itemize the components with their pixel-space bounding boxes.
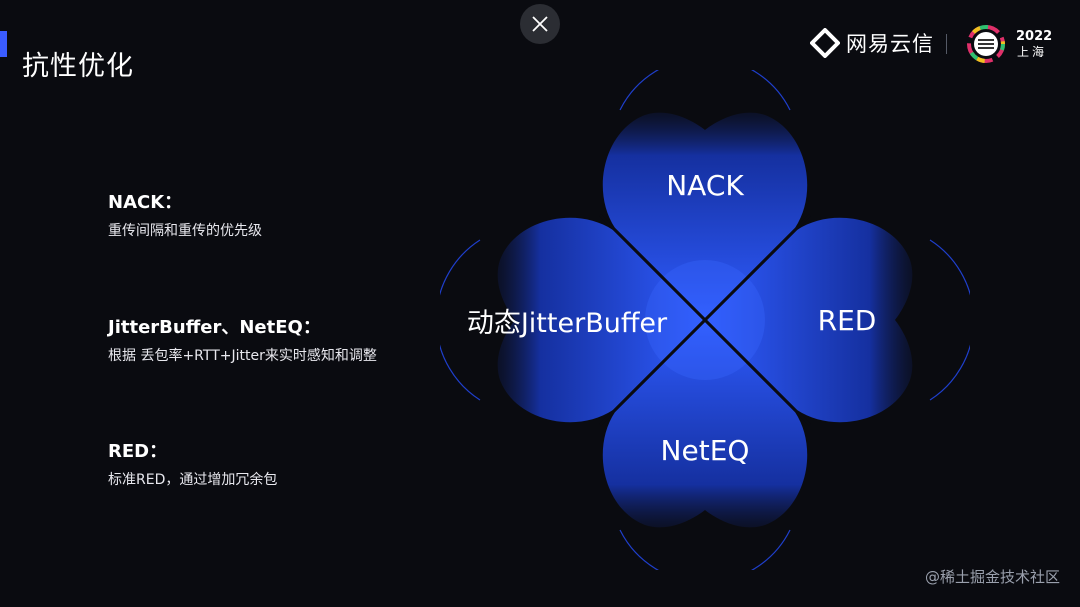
outer-arc-top <box>619 70 791 111</box>
feature-item-nack: NACK： 重传间隔和重传的优先级 <box>108 188 262 240</box>
divider-line <box>598 213 812 427</box>
petal-bottom <box>602 322 808 528</box>
feature-title: RED： <box>108 441 168 462</box>
petal-label-bottom: NetEQ <box>661 434 750 467</box>
petal-label-top: NACK <box>666 169 744 202</box>
feature-desc: 重传间隔和重传的优先级 <box>108 223 262 239</box>
feature-desc: 标准RED，通过增加冗余包 <box>108 472 278 488</box>
outer-arc-bottom <box>619 529 791 570</box>
event-year: 2022 <box>1016 29 1053 44</box>
petal-left <box>497 217 703 423</box>
close-icon <box>532 16 548 32</box>
feature-item-jitterbuffer: JitterBuffer、NetEQ： 根据 丢包率+RTT+Jitter来实时… <box>108 313 377 365</box>
logo-text: 网易云信 <box>846 32 934 56</box>
outer-arc-left <box>440 239 481 401</box>
livevideostack-logo-icon <box>967 25 1005 63</box>
petal-label-right: RED <box>818 304 877 337</box>
feature-item-red: RED： 标准RED，通过增加冗余包 <box>108 437 277 489</box>
clover-diagram: NACK 动态JitterBuffer RED NetEQ <box>440 70 970 570</box>
watermark: @稀土掘金技术社区 <box>924 568 1060 586</box>
title-accent-bar <box>0 31 7 57</box>
petal-top <box>602 112 808 318</box>
close-button[interactable] <box>520 4 560 44</box>
feature-desc: 根据 丢包率+RTT+Jitter来实时感知和调整 <box>108 348 377 364</box>
page-title: 抗性优化 <box>22 51 134 83</box>
petal-label-left: 动态JitterBuffer <box>467 308 668 339</box>
logo-divider <box>946 34 947 54</box>
feature-title: NACK： <box>108 192 183 213</box>
netease-logo-icon <box>810 28 840 58</box>
feature-title: JitterBuffer、NetEQ： <box>108 317 321 338</box>
netease-yunxin-logo: 网易云信 <box>810 26 934 60</box>
outer-arc-right <box>929 239 970 401</box>
petal-right <box>707 217 913 423</box>
event-city: 上海 <box>1017 45 1048 59</box>
